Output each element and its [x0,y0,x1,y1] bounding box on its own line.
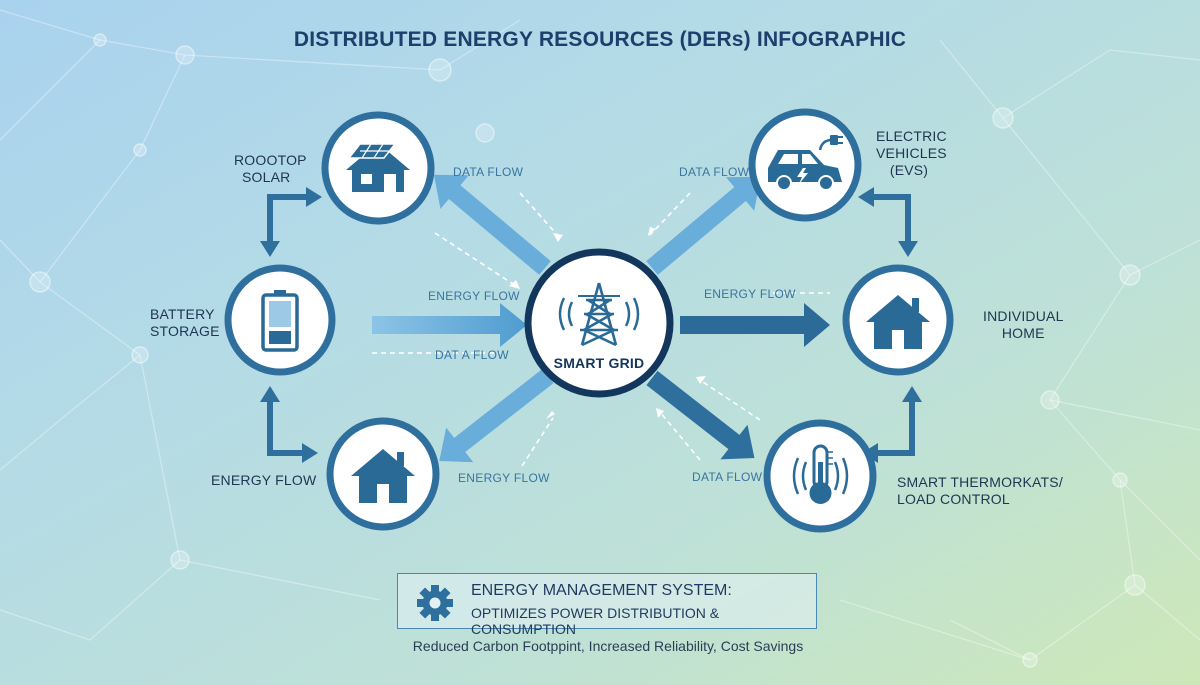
smart-thermostats-label-line2: LOAD CONTROL [897,491,1010,507]
ems-title: ENERGY MANAGEMENT SYSTEM: [471,582,732,599]
flow-label-bottom-right: DATA FLOW [692,470,763,484]
smart-grid-hub [524,248,674,398]
smart-thermostats-label: SMART THERMORKATS/ LOAD CONTROL [897,474,1063,508]
arrow-grid-to-solar [433,174,551,275]
flow-label-top-right: DATA FLOW [679,165,750,179]
flow-label-mid-right-energy: ENERGY FLOW [704,287,796,301]
gear-icon [417,585,453,621]
flow-label-bottom-left: ENERGY FLOW [458,471,550,485]
benefits-text: Reduced Carbon Footppint, Increased Reli… [412,638,804,654]
side-connectors [267,194,915,456]
battery-icon [261,290,299,352]
page-title: DISTRIBUTED ENERGY RESOURCES (DERs) INFO… [293,28,907,51]
smart-grid-label: SMART GRID [553,355,645,371]
transmission-tower-icon [558,282,640,347]
electric-vehicles-label: ELECTRIC VEHICLES (EVs) [876,128,947,179]
ev-label-line3: (EVs) [889,162,929,178]
ev-label-line1: ELECTRIC [876,128,947,144]
flow-label-mid-left-data: DAT A FLOW [435,348,509,362]
ev-label-line2: VEHICLES [876,145,947,161]
rooftop-solar-label-line2: SOLAR [242,169,291,185]
battery-storage-label: BATTERY STORAGE [150,306,220,340]
battery-storage-label-line1: BATTERY [150,306,215,322]
arrow-grid-to-ev [646,176,761,275]
thermometer-icon [792,444,849,504]
rooftop-solar-label: ROOOTOP SOLAR [234,152,307,186]
arrow-grid-to-home [680,303,830,347]
individual-home-label-line2: HOME [1001,325,1045,341]
rooftop-solar-node [321,111,435,225]
dashed-data-lines [372,192,830,467]
individual-home-label: INDIVIDUAL HOME [983,308,1064,342]
energy-flow-home-label: ENERGY FLOW [211,472,317,488]
electric-car-icon [768,135,843,191]
smart-thermostat-node [763,419,877,533]
flow-label-mid-left-energy: ENERGY FLOW [428,289,520,303]
energy-management-box: ENERGY MANAGEMENT SYSTEM: OPTIMIZES POWE… [397,573,817,637]
smart-thermostats-label-line1: SMART THERMORKATS/ [897,474,1063,490]
arrow-battery-to-grid [372,303,527,347]
solar-house-icon [346,143,410,192]
battery-storage-node [224,264,336,376]
ems-subtitle: OPTIMIZES POWER DISTRIBUTION & CONSUMPTI… [471,605,720,637]
individual-home-node [842,264,954,376]
arrow-grid-to-energy-home [439,368,554,463]
house-icon [866,295,930,349]
electric-vehicles-node [748,108,862,222]
individual-home-label-line1: INDIVIDUAL [983,308,1064,324]
flow-label-top-left: DATA FLOW [453,165,524,179]
house-icon [351,449,415,503]
battery-storage-label-line2: STORAGE [150,323,220,339]
energy-flow-home-node [326,417,440,531]
rooftop-solar-label-line1: ROOOTOP [234,152,307,168]
arrow-grid-to-thermostat [646,370,755,460]
